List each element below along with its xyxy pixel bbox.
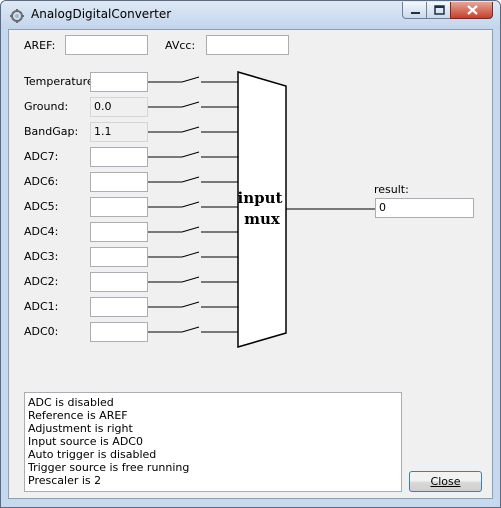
input-field[interactable] [90, 147, 148, 167]
close-button[interactable]: Close [409, 471, 482, 492]
input-field[interactable] [90, 247, 148, 267]
input-label: ADC4: [24, 225, 59, 238]
input-label: ADC1: [24, 300, 59, 313]
log-line: Trigger source is free running [28, 461, 190, 474]
input-field[interactable] [90, 172, 148, 192]
switch [181, 126, 200, 133]
input-label: ADC0: [24, 325, 59, 338]
mux-label-input: input [238, 189, 283, 207]
mux-diagram: input mux [148, 71, 376, 348]
aref-label: AREF: [24, 39, 56, 52]
switch [181, 226, 200, 233]
switch [181, 251, 200, 258]
avcc-field[interactable] [206, 35, 289, 55]
input-label: Temperature: [24, 75, 98, 88]
log-line: Input source is ADC0 [28, 435, 143, 448]
input-label: ADC5: [24, 200, 59, 213]
input-field[interactable] [90, 272, 148, 292]
input-label: BandGap: [24, 125, 79, 138]
log-line: ADC is disabled [28, 396, 114, 409]
switch [181, 76, 200, 83]
minimize-button[interactable] [402, 2, 427, 19]
input-label: ADC6: [24, 175, 59, 188]
result-field[interactable]: 0 [375, 198, 474, 218]
close-window-button[interactable] [450, 2, 493, 19]
input-field[interactable] [90, 72, 148, 92]
close-button-label: Close [430, 475, 461, 488]
input-wires [148, 76, 239, 333]
log-line: Reference is AREF [28, 409, 128, 422]
app-icon [10, 9, 24, 23]
close-icon [467, 5, 478, 15]
switch [181, 326, 200, 333]
switch [181, 201, 200, 208]
log-line: Auto trigger is disabled [28, 448, 157, 461]
log-line: Prescaler is 2 [28, 474, 102, 487]
switch [181, 301, 200, 308]
aref-field[interactable] [65, 35, 148, 55]
input-label: ADC2: [24, 275, 59, 288]
log-line: Adjustment is right [28, 422, 133, 435]
window-title: AnalogDigitalConverter [31, 7, 172, 21]
switch [181, 151, 200, 158]
avcc-label: AVcc: [165, 39, 196, 52]
minimize-icon [411, 12, 420, 14]
input-label: Ground: [24, 100, 69, 113]
input-label: ADC7: [24, 150, 59, 163]
mux-shape [237, 71, 287, 348]
input-field: 0.0 [90, 97, 148, 117]
switch [181, 101, 200, 108]
input-field: 1.1 [90, 122, 148, 142]
maximize-icon [434, 5, 445, 15]
switch [181, 176, 200, 183]
input-field[interactable] [90, 222, 148, 242]
maximize-button[interactable] [426, 2, 451, 19]
input-field[interactable] [90, 197, 148, 217]
input-label: ADC3: [24, 250, 59, 263]
title-bar[interactable]: AnalogDigitalConverter [1, 1, 500, 29]
mux-label-mux: mux [244, 210, 281, 228]
input-field[interactable] [90, 322, 148, 342]
result-label: result: [374, 183, 409, 196]
switch [181, 276, 200, 283]
input-field[interactable] [90, 297, 148, 317]
